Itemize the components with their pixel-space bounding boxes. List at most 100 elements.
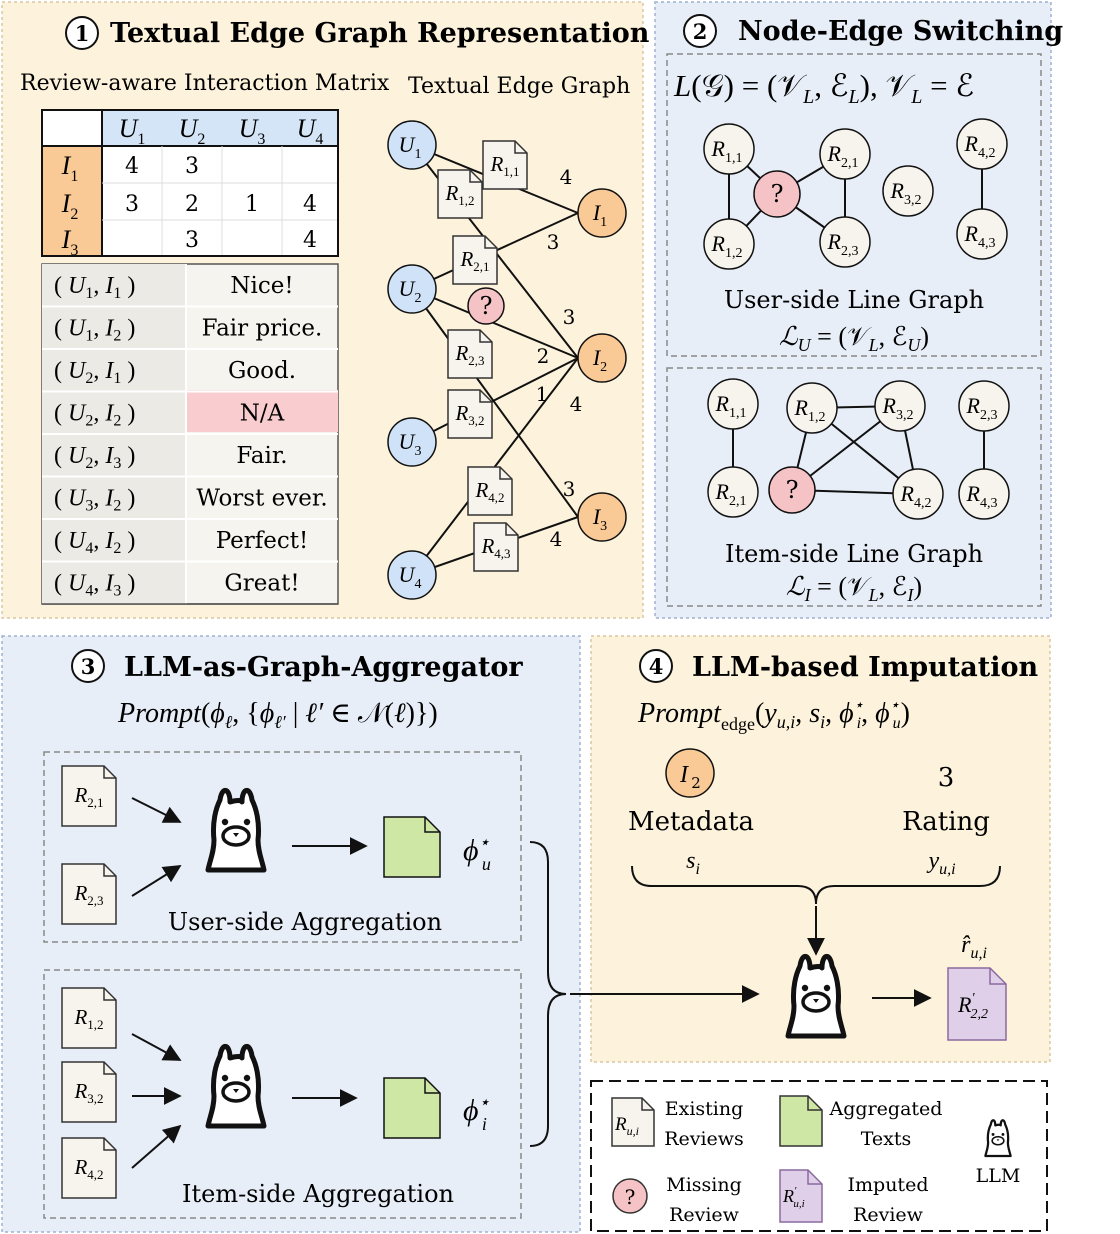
edge-rating: 4 [560, 165, 573, 189]
matrix-col-header-2: U2 [179, 114, 206, 148]
user-line-node-2-3: R2,3 [819, 216, 871, 268]
edge-review-doc-3-2-label: R3,2 [454, 401, 484, 428]
user-line-node-3-2: R3,2 [882, 165, 934, 217]
item-node-2: I2 [577, 333, 627, 383]
item-line-node-4-2-label: R4,2 [900, 481, 932, 511]
item-aggregated-text-doc [383, 1077, 441, 1139]
item-line-node-2-3: R2,3 [958, 380, 1010, 432]
user-node-3-label: U3 [399, 429, 422, 459]
review-text: Perfect! [216, 528, 309, 554]
item-line-node-1-2-label: R1,2 [794, 395, 826, 425]
edge-review-doc-4-3-label: R4,3 [480, 534, 510, 561]
legend-missing-icon [612, 1178, 648, 1214]
review-text: N/A [240, 401, 285, 427]
edge-review-doc-1-2-label: R1,2 [444, 181, 474, 208]
legend-existing-icon-label: Ru,i [614, 1114, 639, 1138]
item-agg-doc-4-2: R4,2 [61, 1137, 117, 1199]
item-node-2-label: I2 [592, 345, 607, 375]
panel-3-title: LLM-as-Graph-Aggregator [124, 652, 523, 683]
edge-rating: 3 [563, 477, 576, 501]
imputation-prompt: Promptedge(yu,i, si, ϕ⋆i, ϕ⋆u) [637, 697, 910, 734]
item-line-node-1-1: R1,1 [707, 378, 759, 430]
matrix-cell: 3 [125, 192, 139, 217]
review-rows: ( U1, I1 )Nice!( U1, I2 )Fair price.( U2… [42, 273, 338, 605]
matrix-col-header-4: U4 [297, 114, 324, 148]
interaction-matrix [41, 109, 339, 257]
item-line-graph-caption: Item-side Line Graph [725, 540, 983, 568]
edge-rating: 4 [570, 392, 583, 416]
legend-aggregated-icon [779, 1095, 823, 1147]
edge-review-doc-1-2: R1,2 [437, 169, 483, 219]
user-line-node-4-2-label: R4,2 [964, 131, 996, 161]
imputation-llm-icon [788, 956, 844, 1036]
item-node-3: I3 [577, 492, 627, 542]
item-agg-doc-4-2-label: R4,2 [73, 1155, 103, 1182]
item-agg-doc-3-2-label: R3,2 [73, 1079, 103, 1106]
item-line-node-2-1: R2,1 [707, 466, 759, 518]
metadata-item-letter: I [679, 762, 689, 788]
user-line-node-2-3-label: R2,3 [827, 229, 859, 259]
legend-missing-line1: Missing [666, 1174, 742, 1196]
item-agg-doc-1-2: R1,2 [61, 987, 117, 1049]
review-pair: ( U1, I1 ) [54, 273, 135, 302]
item-input-arrow-3 [131, 1124, 182, 1169]
edge-rating: 3 [547, 230, 560, 254]
user-line-node-4-3: R4,3 [956, 208, 1008, 260]
item-line-node-4-3-label: R4,3 [966, 481, 998, 511]
matrix-cell: 1 [245, 192, 259, 217]
matrix-col-header-1: U1 [119, 114, 146, 148]
metadata-item-node [665, 748, 715, 798]
legend-existing-line1: Existing [665, 1098, 744, 1120]
user-line-graph-box [666, 53, 1042, 357]
user-node-4-label: U4 [399, 562, 422, 592]
edge-review-doc-2-1: R2,1 [452, 235, 498, 285]
review-pair: ( U2, I2 ) [54, 401, 135, 430]
review-pair: ( U3, I2 ) [54, 486, 135, 515]
panel-4-title: LLM-based Imputation [692, 652, 1039, 683]
user-node-2-label: U2 [399, 276, 422, 306]
edge-review-doc-3-2: R3,2 [447, 389, 493, 439]
user-input-arrow-2 [131, 865, 182, 897]
user-line-node-4-3-label: R4,3 [964, 221, 996, 251]
legend-imputed-icon [779, 1169, 823, 1223]
user-node-1-label: U1 [399, 132, 422, 162]
panel-3-background [1, 635, 581, 1233]
textual-edge-graph-review-docs: R1,1R1,2R2,1R2,3R3,2R4,2R4,3 [437, 140, 528, 572]
user-llm-icon [208, 790, 264, 870]
edge-rating: 2 [537, 344, 550, 368]
matrix-cell: 3 [185, 154, 199, 179]
edge-review-doc-4-2: R4,2 [467, 466, 513, 516]
user-line-node-1-2-label: R1,2 [711, 231, 743, 261]
item-agg-doc-3-2: R3,2 [61, 1061, 117, 1123]
item-line-node-2-3-label: R2,3 [966, 393, 998, 423]
missing-review-node: ? [467, 287, 505, 325]
user-line-node-1-1-label: R1,1 [711, 136, 743, 166]
line-graph-formula: L(𝒢) = (𝒱L, ℰL), 𝒱L = ℰ [673, 68, 974, 108]
item-line-node-4-3: R4,3 [958, 468, 1010, 520]
metadata-label: Metadata [628, 807, 754, 837]
edge-review-doc-1-1-label: R1,1 [489, 152, 519, 179]
item-line-node-4-2: R4,2 [892, 468, 944, 520]
item-node-1-label: I1 [592, 200, 607, 230]
matrix-row-header-2: I2 [61, 189, 79, 223]
review-pair: ( U4, I2 ) [54, 528, 135, 557]
user-agg-doc-2-1-label: R2,1 [73, 783, 103, 810]
legend-aggregated-line1: Aggregated [829, 1098, 943, 1120]
review-text: Good. [228, 358, 296, 384]
legend-llm-icon [984, 1119, 1012, 1158]
review-text: Nice! [230, 273, 293, 299]
user-agg-doc-2-3-label: R2,3 [73, 881, 103, 908]
user-aggregation-caption: User-side Aggregation [168, 908, 442, 936]
matrix-cell: 3 [185, 228, 199, 253]
panel-2-number-badge [683, 14, 717, 48]
item-node-3-label: I3 [592, 504, 607, 534]
item-line-missing-node-label: ? [786, 476, 799, 504]
review-text: Worst ever. [196, 486, 327, 512]
item-line-node-2-1-label: R2,1 [715, 479, 747, 509]
user-line-node-4-2: R4,2 [956, 118, 1008, 170]
